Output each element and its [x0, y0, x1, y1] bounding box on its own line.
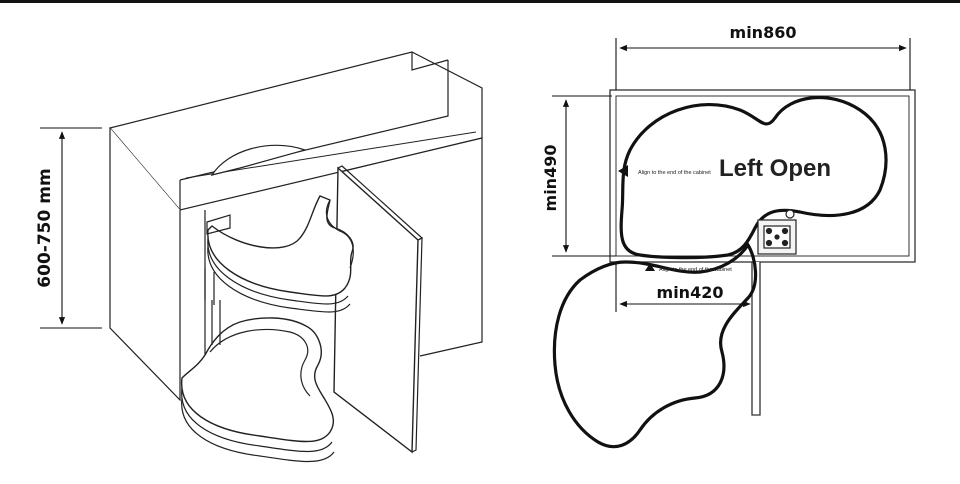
- width-dimension-label: min860: [730, 23, 797, 42]
- opening-dimension-label: min420: [657, 283, 724, 302]
- width-dimension-line: [615, 38, 911, 90]
- align-side-note: Align to the end of the cabinet: [638, 170, 711, 176]
- align-side-marker: [618, 165, 628, 177]
- cabinet-isometric-view: [108, 51, 483, 463]
- upper-shelf-outline: [619, 95, 888, 260]
- align-front-note: Align to the end of the cabinet: [659, 267, 732, 273]
- height-dimension-line: [40, 127, 102, 329]
- depth-dimension-line: [552, 95, 616, 257]
- height-dimension-label: 600-750 mm: [35, 168, 55, 287]
- align-front-marker: [645, 263, 655, 271]
- lower-shelf-outline: [552, 242, 758, 449]
- top-border: [0, 0, 960, 3]
- left-open-label: Left Open: [719, 155, 831, 182]
- mount-bracket: [757, 209, 797, 255]
- opening-dimension-line: [615, 262, 751, 312]
- depth-dimension-label: min490: [541, 145, 560, 212]
- cabinet-plan-outline: [609, 89, 916, 416]
